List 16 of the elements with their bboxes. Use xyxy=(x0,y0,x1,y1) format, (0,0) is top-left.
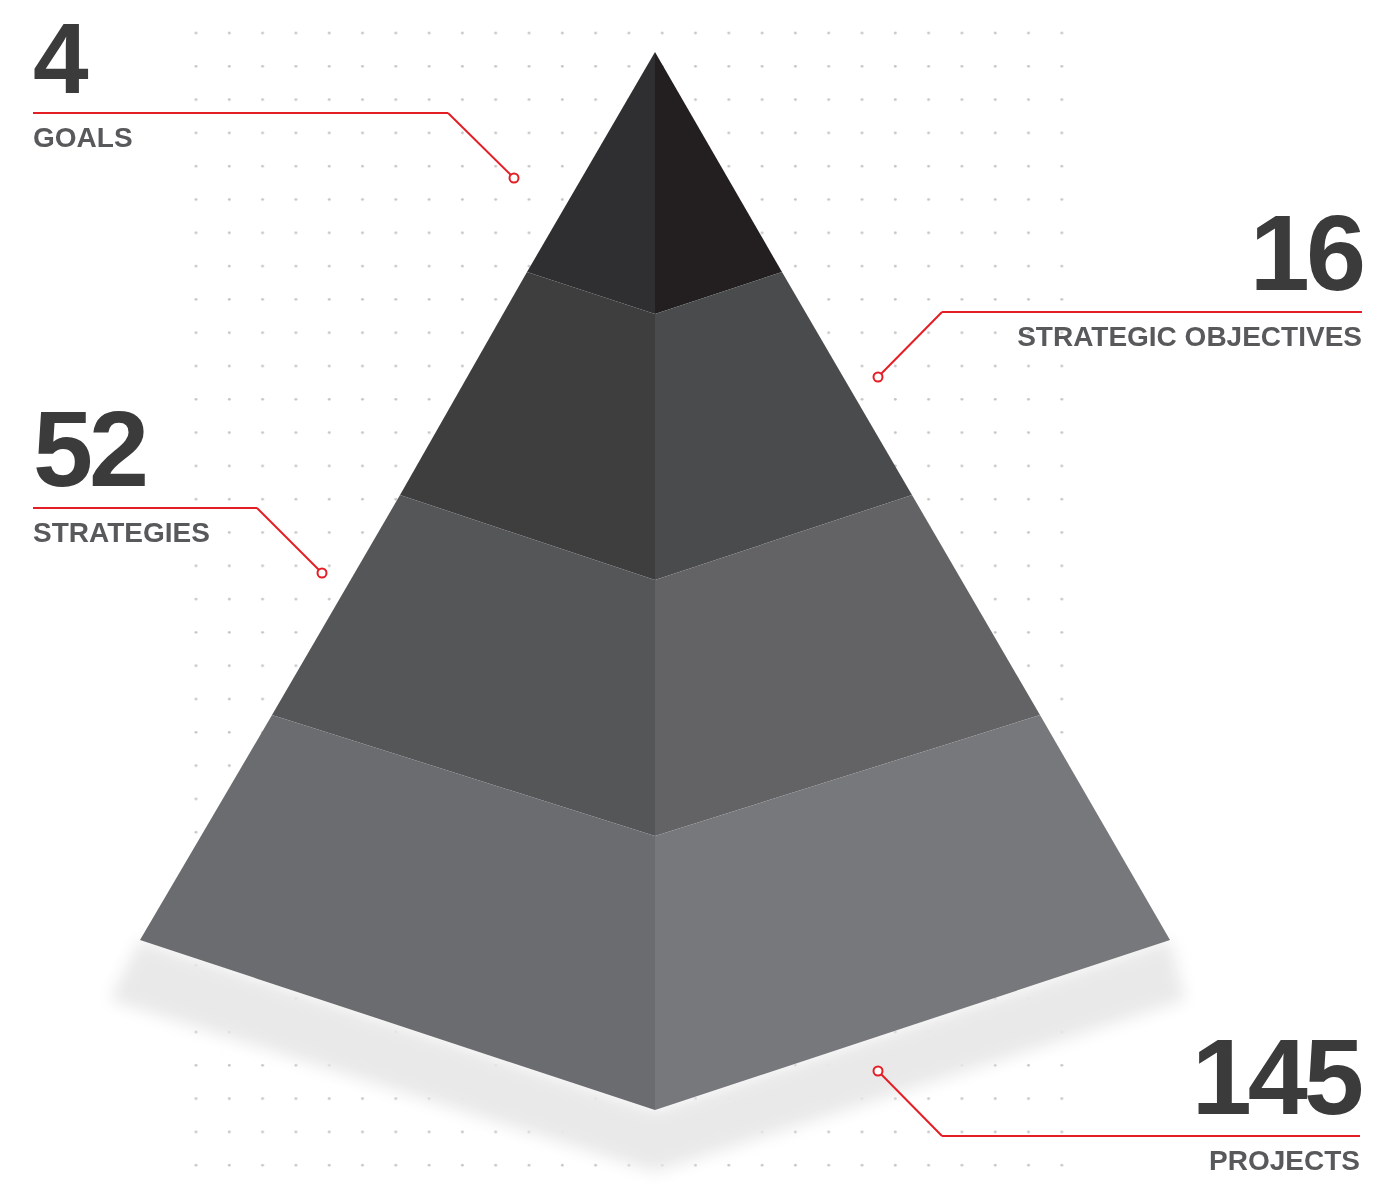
leader-line xyxy=(256,507,328,579)
pyramid-tier xyxy=(272,495,1040,836)
count-number: 4 xyxy=(33,8,85,108)
count-number: 16 xyxy=(1249,199,1362,307)
category-label: STRATEGIC OBJECTIVES xyxy=(1017,323,1362,351)
pyramid-top-tier xyxy=(527,52,782,314)
category-label: STRATEGIES xyxy=(33,519,210,547)
leader-line xyxy=(872,1065,943,1137)
category-label: GOALS xyxy=(33,124,133,152)
count-number: 145 xyxy=(1191,1023,1360,1131)
leader-line xyxy=(447,112,520,184)
count-number: 52 xyxy=(33,395,146,503)
pyramid-tier xyxy=(140,715,1170,1110)
leader-line xyxy=(872,311,943,383)
category-label: PROJECTS xyxy=(1209,1147,1360,1175)
pyramid-tier xyxy=(400,272,912,580)
